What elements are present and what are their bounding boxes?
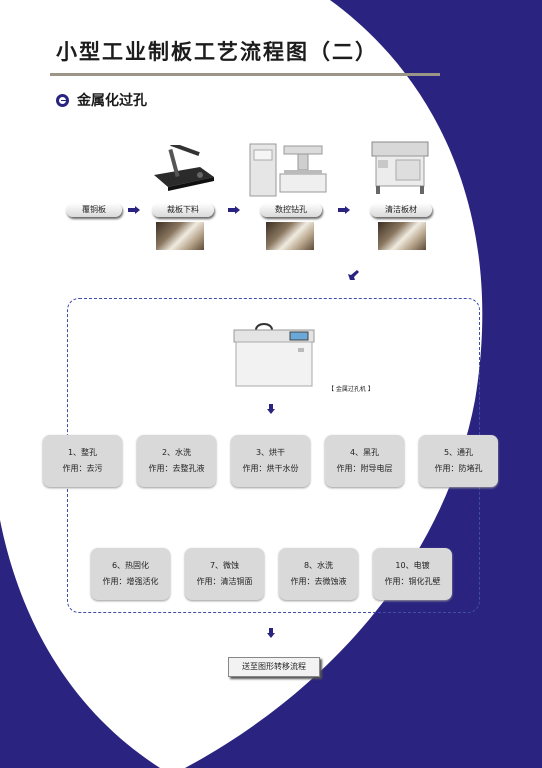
page-title: 小型工业制板工艺流程图（二） [56, 40, 378, 64]
process-step-7: 7、微蚀 作用：清洁铜面 [185, 548, 264, 600]
process-step-1: 1、整孔 作用：去污 [43, 435, 122, 487]
board-photo-cleaning [378, 222, 426, 250]
section-heading: 金属化过孔 [56, 90, 147, 110]
flow-step-cnc-drilling: 数控钻孔 [260, 203, 322, 217]
arrow-right-icon [338, 206, 350, 214]
process-step-3: 3、烘干 作用：烘干水份 [231, 435, 310, 487]
title-underline [50, 73, 440, 76]
process-step-8: 8、水洗 作用：去微蚀液 [279, 548, 358, 600]
arrow-right-icon [128, 206, 140, 214]
board-cleaning-machine [371, 141, 429, 194]
step-title: 4、黑孔 [349, 448, 380, 457]
step-function: 作用：防堵孔 [434, 464, 483, 473]
step-title: 8、水洗 [303, 561, 334, 570]
board-photo-drilling [266, 222, 314, 250]
step-title: 1、整孔 [67, 448, 98, 457]
process-step-4: 4、黑孔 作用：附导电层 [325, 435, 404, 487]
step-function: 作用：去整孔液 [148, 464, 205, 473]
step-title: 10、电镀 [395, 561, 430, 570]
step-title: 5、通孔 [443, 448, 474, 457]
process-step-5: 5、通孔 作用：防堵孔 [419, 435, 498, 487]
arrow-down-icon [267, 404, 275, 414]
step-function: 作用：附导电层 [336, 464, 393, 473]
section-label: 金属化过孔 [77, 93, 147, 109]
step-title: 6、热固化 [111, 561, 150, 570]
cnc-drill-machine [249, 143, 327, 197]
arrow-right-icon [228, 206, 240, 214]
step-title: 7、微蚀 [209, 561, 240, 570]
next-process-button: 送至图形转移流程 [228, 657, 320, 677]
circle-arrow-icon [56, 93, 69, 107]
flow-step-board-cleaning: 清洁板材 [370, 203, 432, 217]
flow-step-cutting: 裁板下料 [152, 203, 214, 217]
plate-cutter-machine [154, 145, 214, 191]
machine-caption: 【 金属过孔机 】 [328, 386, 374, 393]
step-title: 3、烘干 [255, 448, 286, 457]
arrow-down-left-icon [348, 270, 359, 280]
step-function: 作用：去污 [62, 464, 103, 473]
process-step-6: 6、热固化 作用：增强活化 [91, 548, 170, 600]
flow-step-copper-clad-board: 覆铜板 [66, 203, 122, 217]
step-title: 2、水洗 [161, 448, 192, 457]
step-function: 作用：烘干水份 [242, 464, 299, 473]
step-function: 作用：增强活化 [102, 577, 159, 586]
step-function: 作用：铜化孔壁 [384, 577, 441, 586]
process-step-10: 10、电镀 作用：铜化孔壁 [373, 548, 452, 600]
step-function: 作用：去微蚀液 [290, 577, 347, 586]
arrow-down-icon [267, 628, 275, 638]
process-step-2: 2、水洗 作用：去整孔液 [137, 435, 216, 487]
board-photo-cutting [156, 222, 204, 250]
metal-via-machine [233, 323, 315, 387]
step-function: 作用：清洁铜面 [196, 577, 253, 586]
